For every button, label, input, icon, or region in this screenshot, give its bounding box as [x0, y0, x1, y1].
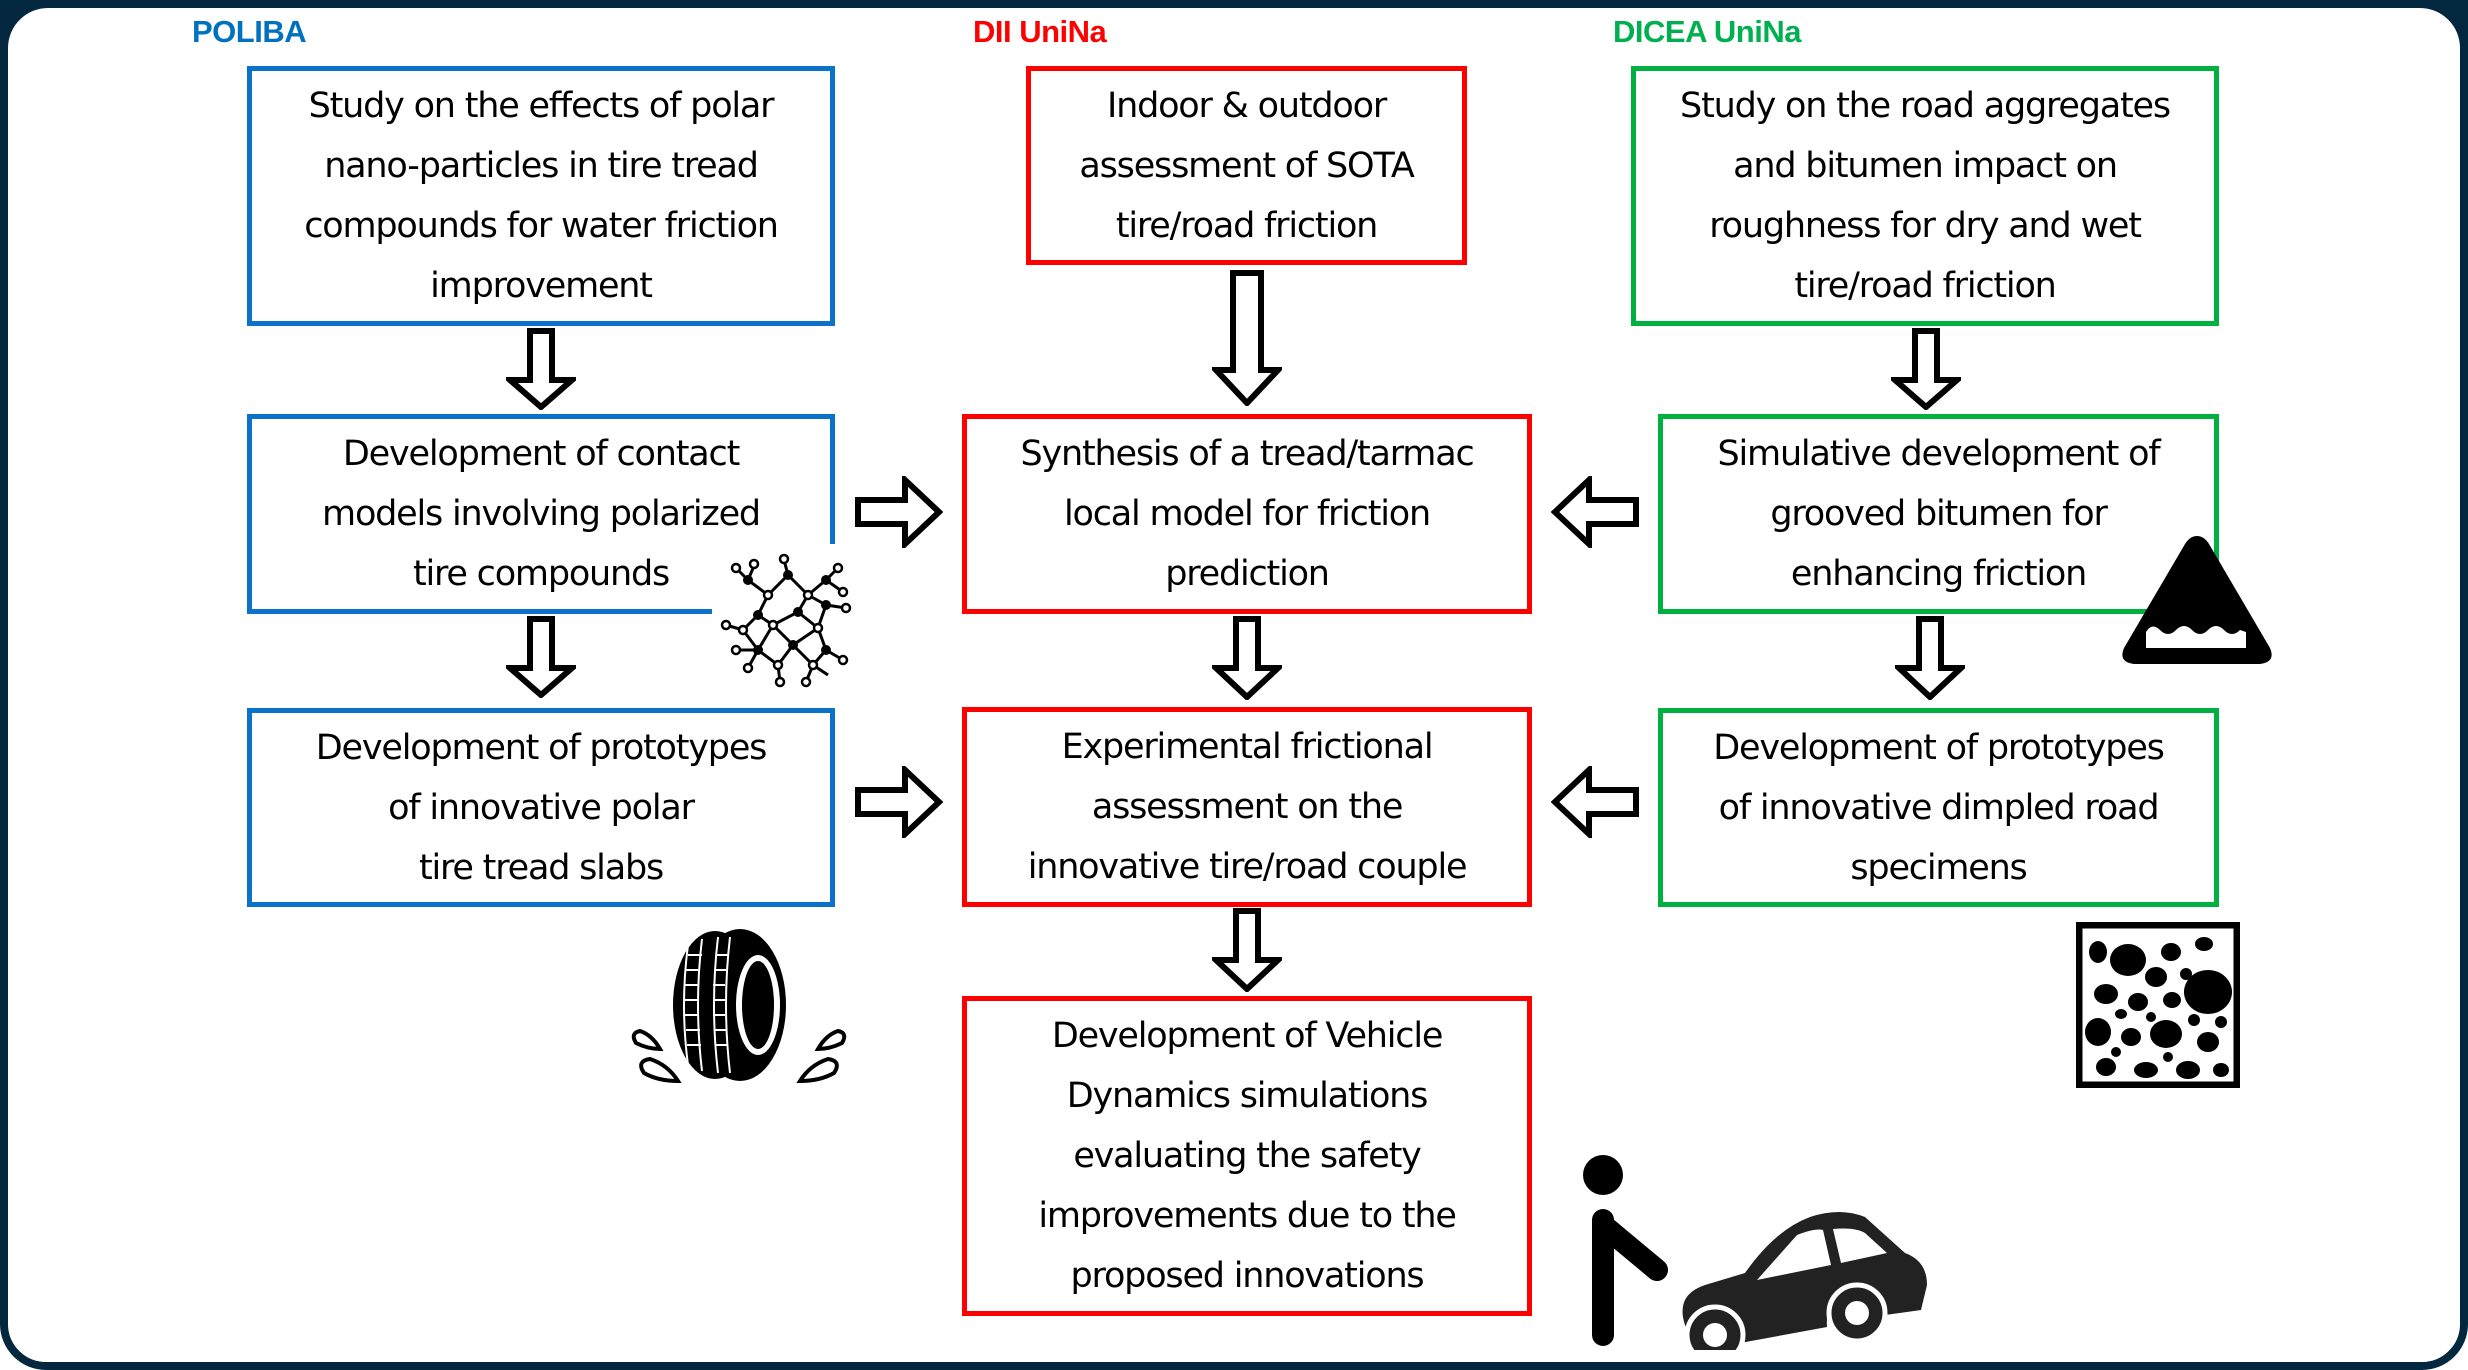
box-text-line: Development of Vehicle — [1051, 1016, 1444, 1056]
box-text-line: Simulative development of — [1717, 434, 2161, 474]
box-text-line: grooved bitumen for — [1770, 494, 2108, 534]
box-text-line: local model for friction — [1064, 494, 1431, 534]
box-dicea-dimpled-road: Development of prototypes of innovative d… — [1658, 708, 2219, 907]
box-dii-experimental-assessment: Experimental frictional assessment on the… — [962, 707, 1532, 907]
box-poliba-nanoparticles-study: Study on the effects of polar nano-partic… — [247, 66, 835, 326]
box-text-line: Study on the effects of polar — [308, 86, 775, 126]
box-text: Indoor & outdoor assessment of SOTA tire/r… — [1079, 76, 1414, 256]
box-text: Development of contact models involving p… — [322, 424, 761, 604]
box-text-line: assessment on the — [1091, 787, 1404, 827]
person-icon — [1583, 1155, 1668, 1346]
org-label-dii-unina: DII UniNa — [973, 14, 1107, 49]
box-text: Synthesis of a tread/tarmac local model f… — [1020, 424, 1475, 604]
box-text-line: enhancing friction — [1790, 554, 2087, 594]
box-text-line: nano-particles in tire tread — [324, 146, 759, 186]
tire-splash-icon — [631, 929, 847, 1084]
box-text-line: compounds for water friction — [304, 206, 779, 246]
box-poliba-contact-models: Development of contact models involving p… — [247, 414, 835, 614]
box-text-line: Development of contact — [342, 434, 740, 474]
person-car-icon — [1583, 1155, 1927, 1350]
arrow-right-icon — [855, 476, 943, 548]
box-text-line: tire tread slabs — [418, 847, 664, 888]
box-text-line: models involving polarized — [322, 494, 761, 534]
box-text-line: evaluating the safety — [1073, 1136, 1422, 1176]
arrow-down-icon — [1212, 616, 1282, 700]
car-icon — [1682, 1212, 1927, 1350]
box-text-line: improvement — [430, 266, 653, 306]
box-border-segment — [247, 609, 712, 614]
box-text-line: of innovative dimpled road — [1718, 787, 2160, 828]
box-text: Study on the effects of polar nano-partic… — [304, 76, 779, 316]
org-label-dicea-unina: DICEA UniNa — [1613, 14, 1801, 49]
org-label-poliba: POLIBA — [192, 14, 307, 49]
box-text-line: tire compounds — [412, 554, 670, 594]
box-text: Development of prototypes of innovative p… — [315, 718, 768, 898]
box-border-segment — [830, 414, 835, 544]
asphalt-aggregate-icon — [2076, 922, 2240, 1088]
box-text-line: Development of prototypes — [1713, 727, 2165, 768]
box-text: Development of prototypes of innovative d… — [1713, 718, 2165, 898]
arrow-down-icon — [506, 616, 576, 698]
box-dii-sota-assessment: Indoor & outdoor assessment of SOTA tire/r… — [1026, 66, 1467, 265]
box-text-line: and bitumen impact on — [1733, 146, 2118, 186]
molecule-network-icon — [720, 553, 852, 688]
box-text-line: prediction — [1165, 554, 1330, 594]
box-text-line: tire/road friction — [1115, 205, 1379, 246]
box-text-line: specimens — [1850, 847, 2027, 888]
arrow-down-icon — [506, 328, 576, 410]
box-text-line: proposed innovations — [1070, 1256, 1425, 1296]
box-text-line: assessment of SOTA — [1079, 145, 1414, 186]
box-text-line: innovative tire/road couple — [1027, 847, 1468, 887]
box-text-line: Dynamics simulations — [1066, 1076, 1429, 1116]
box-dicea-grooved-bitumen: Simulative development of grooved bitumen… — [1658, 414, 2219, 614]
arrow-down-icon — [1891, 328, 1961, 410]
box-text-line: Experimental frictional — [1061, 727, 1434, 767]
arrow-left-icon — [1551, 476, 1639, 548]
arrow-down-icon — [1212, 908, 1282, 992]
arrow-right-icon — [855, 766, 943, 838]
box-poliba-tread-prototypes: Development of prototypes of innovative p… — [247, 708, 835, 907]
arrow-down-icon — [1895, 616, 1965, 700]
bumpy-road-warning-icon — [2122, 536, 2272, 664]
box-text: Experimental frictional assessment on the… — [1027, 717, 1468, 897]
box-text-line: Study on the road aggregates — [1680, 86, 2171, 126]
box-dii-local-model: Synthesis of a tread/tarmac local model f… — [962, 414, 1532, 614]
box-dicea-aggregates-study: Study on the road aggregates and bitumen … — [1631, 66, 2219, 326]
box-text-line: Synthesis of a tread/tarmac — [1020, 434, 1475, 474]
box-text-line: Development of prototypes — [315, 727, 768, 768]
box-text-line: roughness for dry and wet — [1709, 206, 2142, 246]
box-text: Study on the road aggregates and bitumen … — [1680, 76, 2171, 316]
box-text-line: Indoor & outdoor — [1106, 85, 1387, 126]
box-text-line: tire/road friction — [1794, 266, 2057, 306]
arrow-left-icon — [1551, 766, 1639, 838]
arrow-down-icon — [1212, 270, 1282, 406]
box-text-line: of innovative polar — [388, 787, 695, 828]
box-text: Simulative development of grooved bitumen… — [1717, 424, 2161, 604]
box-text-line: improvements due to the — [1038, 1196, 1457, 1236]
